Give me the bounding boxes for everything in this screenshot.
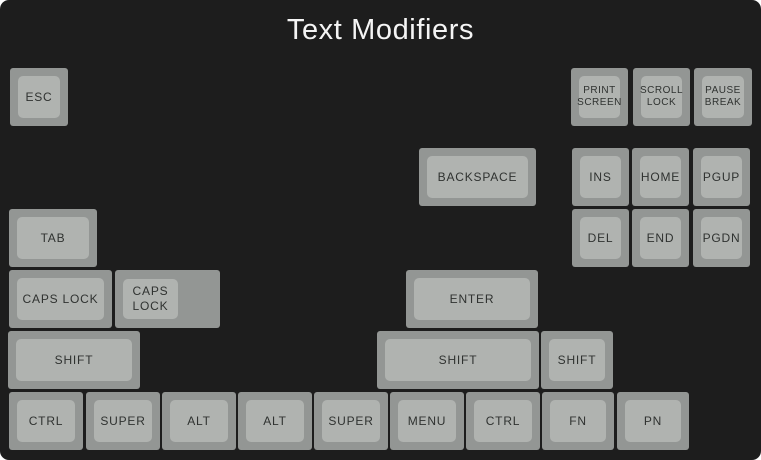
key-shift-left: SHIFT [8, 331, 140, 389]
key-alt-left: ALT [162, 392, 236, 450]
keytop: SUPER [94, 400, 152, 442]
key-home: HOME [632, 148, 689, 206]
keytop: CAPS LOCK [17, 278, 104, 320]
key-legend: CAPS LOCK [132, 284, 169, 313]
keytop: SHIFT [385, 339, 531, 381]
key-legend: SCROLL LOCK [640, 84, 684, 109]
key-tab: TAB [9, 209, 97, 267]
key-legend: END [646, 230, 675, 245]
keytop: HOME [640, 156, 681, 198]
keytop: ALT [170, 400, 228, 442]
keytop: CTRL [474, 400, 532, 442]
key-legend: CTRL [485, 413, 521, 428]
key-legend: FN [569, 413, 587, 428]
key-legend: SUPER [100, 413, 146, 428]
keytop: SHIFT [16, 339, 132, 381]
key-legend: PGDN [702, 230, 741, 245]
key-pause-break: PAUSE BREAK [694, 68, 752, 126]
key-ctrl-right: CTRL [466, 392, 540, 450]
key-alt-right: ALT [238, 392, 312, 450]
key-scroll-lock: SCROLL LOCK [633, 68, 690, 126]
key-backspace: BACKSPACE [419, 148, 536, 206]
keytop: FN [550, 400, 606, 442]
keytop: INS [580, 156, 621, 198]
key-legend: SHIFT [54, 352, 94, 367]
keytop: ESC [18, 76, 60, 118]
keytop: CTRL [17, 400, 75, 442]
key-legend: INS [589, 169, 612, 184]
key-legend: BACKSPACE [437, 169, 518, 184]
key-legend: MENU [407, 413, 447, 428]
keytop: PRINT SCREEN [577, 76, 622, 118]
key-legend: DEL [587, 230, 614, 245]
keytop: PN [625, 400, 681, 442]
keytop: PGDN [701, 217, 742, 259]
kit-title: Text Modifiers [286, 14, 475, 46]
key-caps-lock: CAPS LOCK [9, 270, 112, 328]
key-legend: HOME [640, 169, 681, 184]
key-legend: ENTER [449, 291, 495, 306]
keytop: END [640, 217, 681, 259]
key-legend: PRINT SCREEN [577, 84, 622, 109]
key-ins: INS [572, 148, 629, 206]
key-pgup: PGUP [693, 148, 750, 206]
key-legend: TAB [40, 230, 66, 245]
key-caps-lock-stepped: CAPS LOCK [115, 270, 220, 328]
key-enter: ENTER [406, 270, 538, 328]
keytop: PGUP [701, 156, 742, 198]
key-legend: SUPER [328, 413, 374, 428]
key-legend: PAUSE BREAK [704, 84, 742, 109]
keytop: PAUSE BREAK [702, 76, 744, 118]
key-pn: PN [617, 392, 689, 450]
keytop: DEL [580, 217, 621, 259]
key-ctrl-left: CTRL [9, 392, 83, 450]
key-legend: CTRL [28, 413, 64, 428]
key-shift-middle: SHIFT [377, 331, 539, 389]
key-shift-right: SHIFT [541, 331, 613, 389]
key-legend: PN [643, 413, 663, 428]
key-legend: SHIFT [438, 352, 478, 367]
keytop: TAB [17, 217, 89, 259]
key-legend: ESC [25, 89, 53, 104]
keytop: ENTER [414, 278, 530, 320]
key-legend: ALT [187, 413, 211, 428]
key-fn: FN [542, 392, 614, 450]
key-del: DEL [572, 209, 629, 267]
key-pgdn: PGDN [693, 209, 750, 267]
keytop: BACKSPACE [427, 156, 528, 198]
key-super-left: SUPER [86, 392, 160, 450]
keytop: SCROLL LOCK [640, 76, 684, 118]
key-legend: CAPS LOCK [22, 291, 99, 306]
key-super-right: SUPER [314, 392, 388, 450]
keytop: SHIFT [549, 339, 605, 381]
keytop: SUPER [322, 400, 380, 442]
key-print-screen: PRINT SCREEN [571, 68, 628, 126]
key-legend: ALT [263, 413, 287, 428]
key-legend: SHIFT [557, 352, 597, 367]
key-esc: ESC [10, 68, 68, 126]
key-menu: MENU [390, 392, 464, 450]
keytop: ALT [246, 400, 304, 442]
keytop: MENU [398, 400, 456, 442]
key-legend: PGUP [702, 169, 741, 184]
keytop: CAPS LOCK [123, 279, 178, 319]
key-end: END [632, 209, 689, 267]
